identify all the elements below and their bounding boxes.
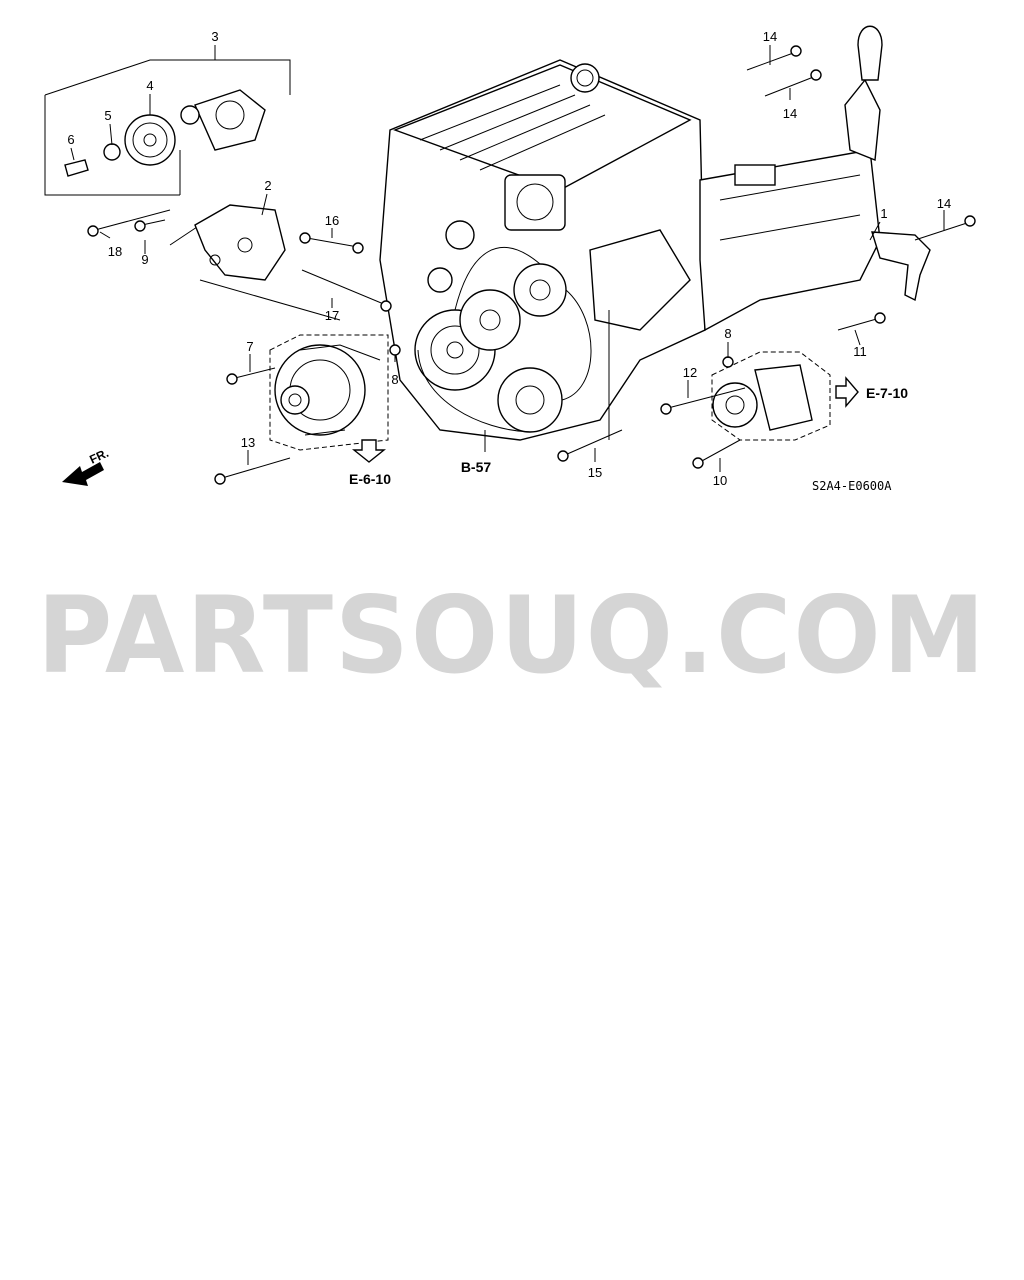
callout-8-alternator[interactable]: 8: [391, 372, 398, 387]
callout-3[interactable]: 3: [211, 29, 218, 44]
fr-arrow-icon: [62, 462, 104, 486]
callout-17[interactable]: 17: [325, 308, 339, 323]
ref-e-6-10[interactable]: E-6-10: [349, 471, 391, 487]
callout-14-right[interactable]: 14: [937, 196, 951, 211]
callout-6[interactable]: 6: [67, 132, 74, 147]
watermark-text: PARTSOUQ.COM: [37, 574, 987, 697]
callout-8-starter[interactable]: 8: [724, 326, 731, 341]
down-arrow-e-6-10: [352, 439, 386, 463]
callout-1[interactable]: 1: [880, 206, 887, 221]
callout-4[interactable]: 4: [146, 78, 153, 93]
right-arrow-e-7-10: [835, 376, 859, 408]
engine-illustration: [379, 59, 706, 441]
part-3-tensioner-group: [44, 59, 291, 196]
callout-5[interactable]: 5: [104, 108, 111, 123]
leader-lines: [70, 45, 945, 472]
callout-numbers: 1 2 3 4 5 6 7 8 8 9 10 11 12 13 14 14 14…: [67, 29, 951, 488]
callout-2[interactable]: 2: [264, 178, 271, 193]
callout-16[interactable]: 16: [325, 213, 339, 228]
bolts: [87, 45, 976, 485]
callout-13[interactable]: 13: [241, 435, 255, 450]
starter-illustration: [711, 351, 831, 441]
alternator-illustration: [269, 334, 389, 451]
ref-arrows: [62, 376, 859, 486]
callout-18[interactable]: 18: [108, 244, 122, 259]
callout-15[interactable]: 15: [588, 465, 602, 480]
fr-label: FR.: [87, 446, 110, 467]
part-2-bracket: [169, 204, 341, 321]
callout-11[interactable]: 11: [853, 344, 867, 359]
callout-12[interactable]: 12: [683, 365, 697, 380]
transmission-illustration: [699, 25, 883, 332]
part-1-bracket: [871, 231, 931, 302]
callout-9[interactable]: 9: [141, 252, 148, 267]
ref-b-57[interactable]: B-57: [461, 459, 492, 475]
callout-7[interactable]: 7: [246, 339, 253, 354]
callout-10[interactable]: 10: [713, 473, 727, 488]
callout-14-top[interactable]: 14: [763, 29, 777, 44]
diagram-code: S2A4-E0600A: [812, 479, 892, 493]
ref-e-7-10[interactable]: E-7-10: [866, 385, 908, 401]
callout-14-middle[interactable]: 14: [783, 106, 797, 121]
